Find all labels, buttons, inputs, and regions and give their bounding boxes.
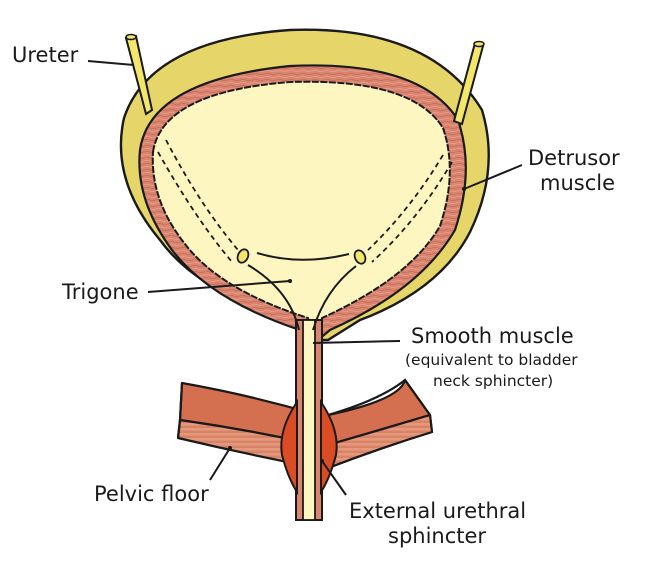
bladder-lumen <box>151 80 451 341</box>
bladder <box>119 28 490 342</box>
leader-lines <box>87 60 523 496</box>
external-sphincter <box>280 398 298 496</box>
label-detrusor-line2: muscle <box>540 171 615 195</box>
trigone <box>247 252 357 331</box>
label-external-sphincter-line1: External urethral <box>349 499 526 523</box>
ureters <box>124 33 485 265</box>
label-detrusor-line1: Detrusor <box>528 146 620 170</box>
label-smooth-muscle-sub1: (equivalent to bladder <box>405 351 578 369</box>
urethra <box>280 319 338 521</box>
label-smooth-muscle: Smooth muscle <box>411 324 574 348</box>
label-smooth-muscle-sub2: neck sphincter) <box>433 372 553 390</box>
label-external-sphincter-line2: sphincter <box>388 524 486 548</box>
label-ureter: Ureter <box>12 43 79 67</box>
ureteral-orifice-right <box>353 249 367 265</box>
label-trigone: Trigone <box>61 280 139 304</box>
ureteral-orifice-left <box>236 248 250 264</box>
label-pelvic-floor: Pelvic floor <box>94 482 209 506</box>
